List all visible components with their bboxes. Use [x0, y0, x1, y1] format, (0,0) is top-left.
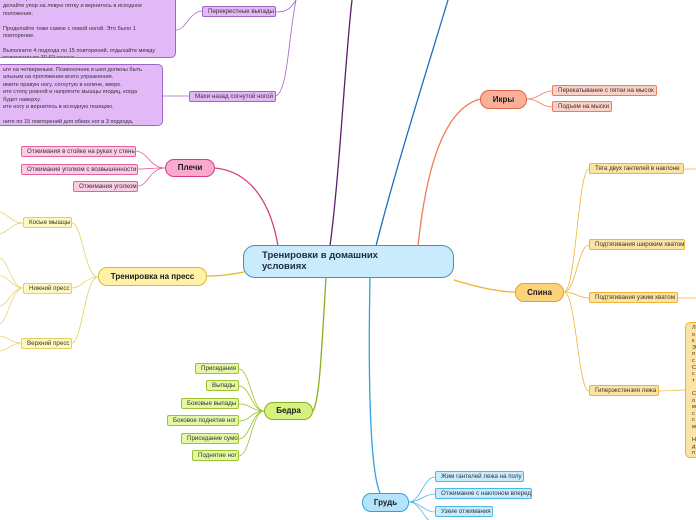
leaf-calf-raise[interactable]: Подъем на мыски: [552, 101, 612, 112]
leaf-pike-pushups-elevated[interactable]: Отжимания уголком с возвышенности: [21, 164, 138, 175]
branch-shoulders[interactable]: Плечи: [165, 159, 215, 177]
leaf-narrow-pushups[interactable]: Узкие отжимания: [435, 506, 493, 517]
leaf-leg-raise[interactable]: Поднятие ног: [192, 450, 239, 461]
leaf-hyperextension[interactable]: Гиперэкстензия лежа: [589, 385, 659, 396]
connector-thighs: [312, 277, 327, 412]
note-cross-lunges: тела напряжена. делайте упор на левую пя…: [0, 0, 176, 58]
connector-purple-top: [329, 0, 353, 247]
leaf-wide-pullups[interactable]: Подтягивания широким хватом: [589, 239, 685, 250]
connector-glutes-1: [275, 0, 297, 13]
leaf-sumo-squat[interactable]: Приседание сумо: [181, 433, 239, 444]
leaf-floor-press[interactable]: Жим гантелей лежа на полу: [435, 471, 524, 482]
leaf-narrow-pullups[interactable]: Подтягивания узким хватом: [589, 292, 678, 303]
leaf-upper-abs[interactable]: Верхний пресс: [21, 338, 72, 349]
leaf-handstand-pushups[interactable]: Отжимания в стойке на руках у стены: [21, 146, 136, 157]
leaf-bent-over-row[interactable]: Тяга двух гантелей в наклоне: [589, 163, 684, 174]
connector-glutes-2: [275, 0, 297, 97]
branch-calves[interactable]: Икры: [480, 90, 527, 109]
leaf-lower-abs[interactable]: Нижний пресс: [23, 283, 72, 294]
leaf-obliques[interactable]: Косые мышцы: [23, 217, 72, 228]
branch-back[interactable]: Спина: [515, 283, 564, 302]
leaf-kickback[interactable]: Махи назад согнутой ногой: [189, 91, 276, 102]
leaf-squats[interactable]: Приседания: [195, 363, 239, 374]
leaf-lunges[interactable]: Выпады: [206, 380, 239, 391]
leaf-heel-toe-roll[interactable]: Перекатывание с пятки на мысок: [552, 85, 657, 96]
connector-calves: [417, 98, 481, 247]
connector-back: [453, 279, 516, 293]
leaf-side-leg-raise[interactable]: Боковое поднятие ног: [167, 415, 239, 426]
connector-abs: [206, 271, 245, 277]
branch-chest[interactable]: Грудь: [362, 493, 409, 512]
leaf-incline-pushups[interactable]: Отжимание с наклоном вперед: [435, 488, 532, 499]
leaf-side-lunges[interactable]: Боковые выпады: [181, 398, 239, 409]
branch-abs[interactable]: Тренировка на пресс: [98, 267, 207, 286]
note-hyperextension: Л о к Э п с С с т С о м с с м Н д п: [685, 322, 696, 458]
connector-blue-top: [375, 0, 449, 247]
leaf-pike-pushups[interactable]: Отжимания уголком: [73, 181, 138, 192]
connector-chest: [368, 277, 381, 494]
leaf-cross-lunges[interactable]: Перекрестные выпады: [202, 6, 276, 17]
note-kickback: ьте на четвереньки. Позвоночник и шея до…: [0, 64, 163, 126]
connector-note-1: [175, 10, 203, 31]
branch-thighs[interactable]: Бедра: [264, 402, 313, 420]
central-topic[interactable]: Тренировки в домашних условиях: [243, 245, 454, 278]
connector-shoulders: [214, 167, 279, 247]
